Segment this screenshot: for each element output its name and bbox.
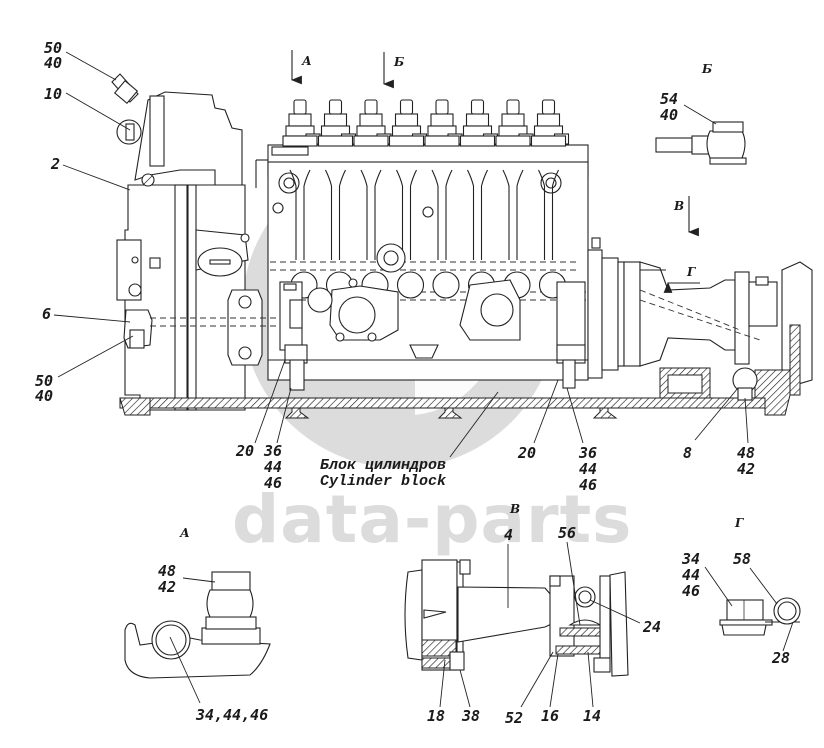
plunger-slot (431, 169, 453, 260)
detail-title-a: А (179, 526, 190, 540)
detail-view-a: А 48 42 34,44,46 (124, 526, 271, 724)
callout-46: 46 (579, 476, 597, 494)
detail-title-v: В (509, 502, 520, 516)
plunger-slot (396, 169, 417, 260)
callout-34: 34 (681, 550, 700, 568)
callout-40: 40 (35, 387, 53, 405)
callout-44: 44 (682, 566, 700, 584)
callout-38: 38 (461, 707, 480, 725)
callout-2: 2 (50, 155, 60, 173)
callout-20: 20 (235, 442, 254, 460)
camshaft-lobe (396, 271, 425, 299)
callout-46: 46 (682, 582, 700, 600)
delivery-valve (530, 99, 570, 147)
callout-18: 18 (427, 707, 445, 725)
delivery-valve (317, 99, 357, 147)
callout-24: 24 (642, 618, 661, 636)
callout-16: 16 (541, 707, 559, 725)
delivery-valve (424, 99, 463, 147)
callout-58: 58 (733, 550, 751, 568)
watermark-text: data-parts (232, 481, 632, 558)
camshaft-lobe (432, 271, 460, 299)
plunger-slot (325, 169, 346, 260)
plunger-slots (289, 169, 559, 260)
callout-6: 6 (42, 305, 51, 323)
callout-40: 40 (660, 106, 678, 124)
callout-50: 50 (35, 372, 53, 390)
delivery-valve (282, 99, 321, 147)
callout-40: 40 (44, 54, 62, 72)
plunger-slot (360, 169, 382, 260)
detail-view-g: Г 34 44 46 58 28 (681, 516, 801, 667)
callout-42: 42 (158, 578, 176, 596)
callout-20: 20 (517, 444, 536, 462)
detail-view-b: Б 54 40 В (655, 62, 747, 237)
delivery-valve (495, 99, 534, 147)
callout-54: 54 (660, 90, 678, 108)
callout-46: 46 (264, 474, 282, 492)
view-marker-g-main: Г (686, 265, 696, 279)
drive-coupling: Г (587, 249, 813, 386)
leader-lines-main (53, 51, 749, 458)
view-marker-b: Б (393, 55, 404, 69)
callout-36: 36 (263, 442, 282, 460)
detail-title-g: Г (734, 516, 744, 530)
caption-en: Cylinder block (320, 473, 447, 490)
callout-10: 10 (44, 85, 62, 103)
pump-lower (150, 243, 720, 391)
callout-28: 28 (771, 649, 790, 667)
view-marker-v: В (673, 199, 684, 213)
main-view: А Б (35, 39, 813, 494)
plunger-slot (289, 169, 311, 260)
callout-36: 36 (578, 444, 597, 462)
view-marker-a: А (301, 54, 312, 68)
callout-8: 8 (683, 444, 692, 462)
detail-view-v: В 4 56 24 18 38 52 16 14 (404, 502, 661, 727)
callout-44: 44 (579, 460, 597, 478)
delivery-valve (353, 99, 392, 147)
caption-ru: Блок цилиндров (320, 457, 446, 474)
delivery-valves (282, 99, 570, 147)
callout-56: 56 (558, 524, 576, 542)
delivery-valve (388, 99, 428, 147)
callout-14: 14 (583, 707, 601, 725)
callout-48: 48 (737, 444, 755, 462)
governor-housing (111, 73, 263, 411)
callout-42: 42 (737, 460, 755, 478)
plunger-slot (538, 169, 559, 260)
callout-48: 48 (158, 562, 176, 580)
callout-52: 52 (505, 709, 523, 727)
plunger-slot (467, 169, 488, 260)
plunger-slot (502, 169, 524, 260)
callouts-main: 50 40 10 2 6 50 40 20 36 44 46 20 36 44 … (35, 39, 755, 494)
cylinder-block (119, 324, 801, 419)
callout-44: 44 (264, 458, 282, 476)
callout-4: 4 (504, 526, 513, 544)
injection-pump-body (255, 144, 601, 381)
detail-title-b: Б (701, 62, 712, 76)
callout-34-44-46: 34,44,46 (195, 706, 268, 724)
delivery-valve (459, 99, 499, 147)
callout-50: 50 (44, 39, 62, 57)
